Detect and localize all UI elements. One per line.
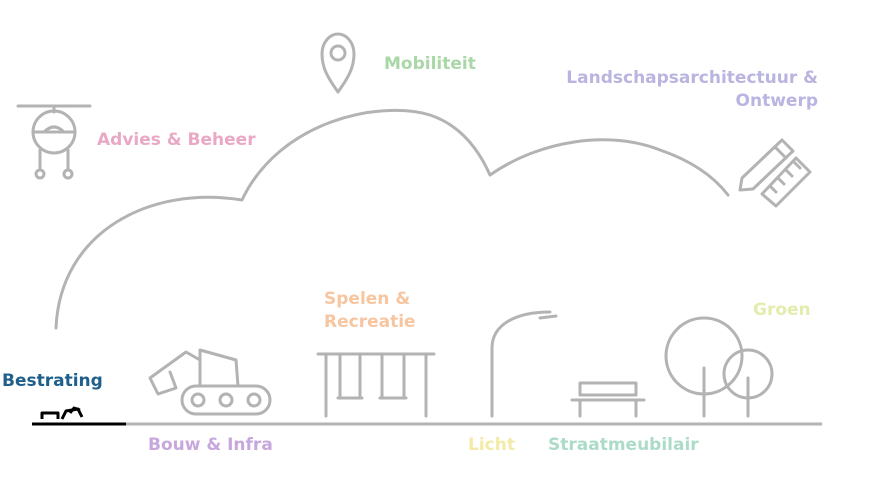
label-spelen-recreatie[interactable]: Spelen & Recreatie	[324, 288, 416, 334]
trees-icon[interactable]	[664, 316, 774, 418]
label-landschap-line2: Ontwerp	[735, 91, 818, 111]
excavator-icon[interactable]	[148, 348, 272, 416]
bench-icon[interactable]	[570, 381, 646, 418]
location-pin-icon[interactable]	[320, 32, 356, 94]
drone-icon[interactable]	[16, 104, 92, 180]
label-mobiliteit[interactable]: Mobiliteit	[384, 54, 476, 74]
label-landschapsarchitectuur[interactable]: Landschapsarchitectuur & Ontwerp	[566, 67, 818, 113]
label-spelen-line2: Recreatie	[324, 312, 416, 332]
label-bestrating[interactable]: Bestrating	[2, 371, 103, 391]
label-landschap-line1: Landschapsarchitectuur &	[566, 68, 818, 88]
label-groen[interactable]: Groen	[753, 300, 811, 320]
label-licht[interactable]: Licht	[468, 435, 515, 455]
label-spelen-line1: Spelen &	[324, 289, 411, 309]
cloud-outline	[54, 108, 730, 330]
label-bouw-infra[interactable]: Bouw & Infra	[148, 435, 273, 455]
pencil-ruler-icon[interactable]	[738, 138, 812, 208]
label-straatmeubilair[interactable]: Straatmeubilair	[548, 435, 699, 455]
label-advies-beheer[interactable]: Advies & Beheer	[97, 130, 256, 150]
swing-set-icon[interactable]	[316, 352, 436, 418]
paving-stones-icon[interactable]	[40, 406, 84, 420]
street-lamp-icon[interactable]	[490, 310, 558, 418]
